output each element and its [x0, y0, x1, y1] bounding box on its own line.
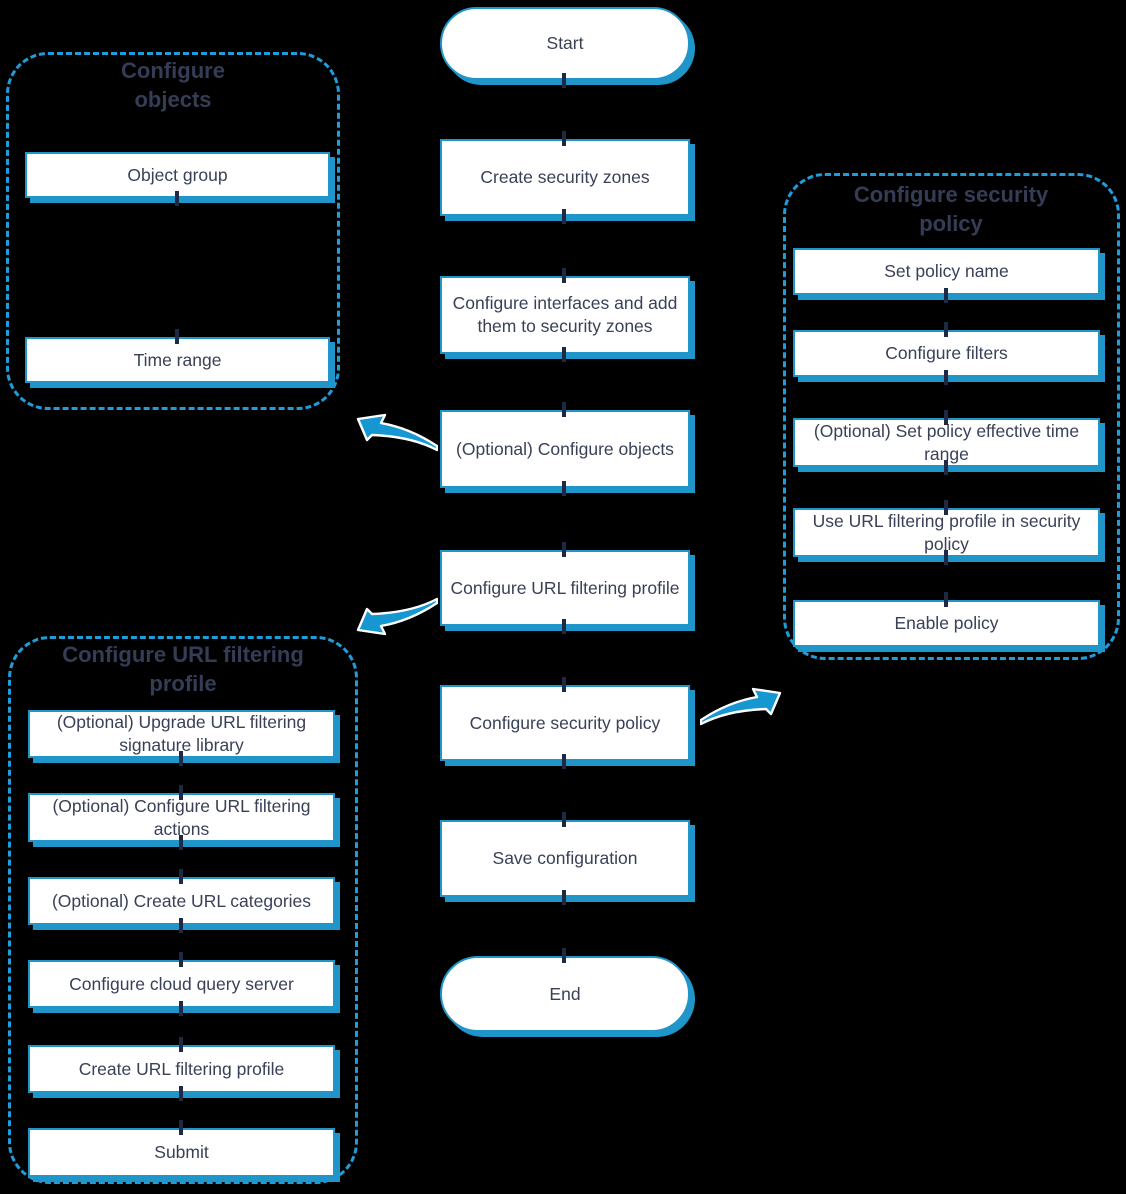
flow-node-optional-configure-objects: (Optional) Configure objects	[440, 410, 690, 488]
curved-arrow-up-left-icon	[356, 413, 438, 452]
step-upgrade-url-filtering-signature-library: (Optional) Upgrade URL filtering signatu…	[28, 710, 335, 758]
panel-configure-url-filtering-profile	[8, 636, 358, 1184]
connector	[944, 550, 948, 607]
connector	[944, 288, 948, 337]
flow-node-create-security-zones: Create security zones	[440, 139, 690, 216]
connector	[944, 370, 948, 425]
curved-arrow-up-right-icon	[700, 687, 782, 726]
step-enable-policy: Enable policy	[793, 600, 1100, 647]
connector	[562, 73, 566, 146]
connector	[179, 1086, 183, 1135]
flow-node-configure-security-policy: Configure security policy	[440, 685, 690, 761]
panel-configure-objects	[6, 52, 340, 410]
connector	[179, 751, 183, 800]
step-time-range: Time range	[25, 337, 330, 383]
connector	[562, 347, 566, 417]
connector	[175, 191, 179, 344]
panel-configure-security-policy-title: Configure security policy	[853, 182, 1049, 237]
step-submit: Submit	[28, 1128, 335, 1177]
flow-node-save-configuration: Save configuration	[440, 820, 690, 897]
step-create-url-categories: (Optional) Create URL categories	[28, 877, 335, 925]
connector	[179, 1001, 183, 1052]
connector	[562, 754, 566, 827]
connector	[179, 918, 183, 967]
connector	[562, 209, 566, 283]
connector	[562, 890, 566, 963]
step-use-url-filtering-profile-in-security-policy: Use URL filtering profile in security po…	[793, 508, 1100, 557]
flow-node-end: End	[440, 956, 690, 1032]
panel-configure-objects-title: Configure objects	[121, 58, 225, 113]
connector	[562, 619, 566, 692]
step-configure-cloud-query-server: Configure cloud query server	[28, 960, 335, 1008]
panel-configure-security-policy	[783, 173, 1120, 660]
connector	[944, 460, 948, 515]
flow-node-configure-url-filtering-profile: Configure URL filtering profile	[440, 550, 690, 626]
flow-node-configure-interfaces: Configure interfaces and add them to sec…	[440, 276, 690, 354]
connector	[562, 481, 566, 557]
curved-arrow-down-left-icon	[356, 597, 438, 636]
panel-configure-url-filtering-profile-title: Configure URL filtering profile	[62, 642, 304, 697]
step-configure-filters: Configure filters	[793, 330, 1100, 377]
connector	[179, 835, 183, 884]
flow-node-start: Start	[440, 7, 690, 80]
